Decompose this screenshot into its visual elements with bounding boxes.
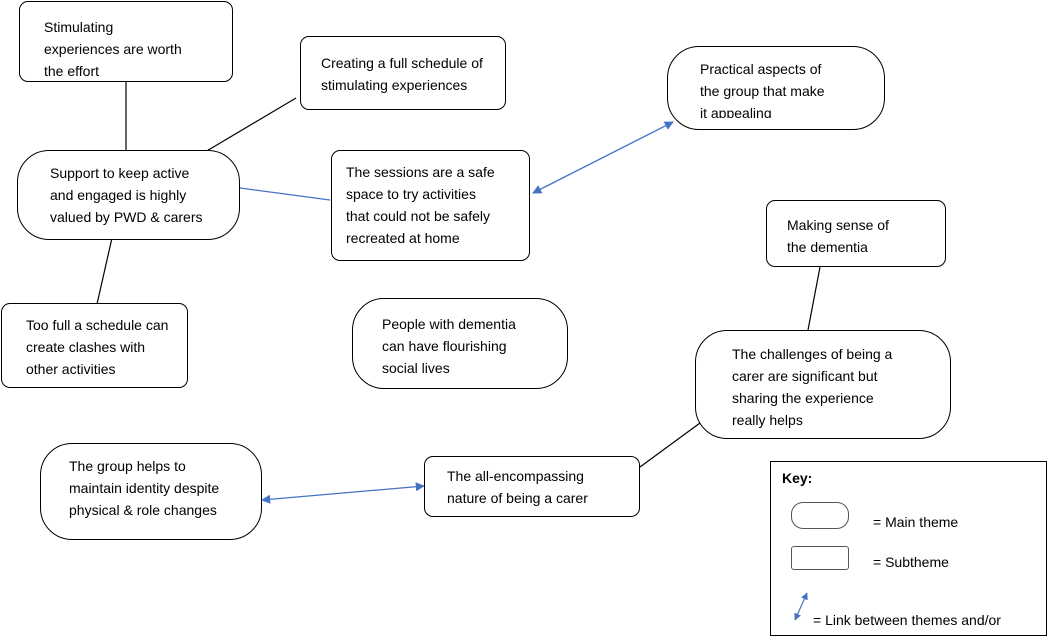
legend-title: Key: bbox=[782, 470, 813, 486]
node-text-line: it appealing bbox=[700, 105, 772, 118]
node-text-line: recreated at home bbox=[346, 230, 460, 246]
node-text-line: and engaged is highly bbox=[50, 187, 187, 203]
node-practical-aspects: Practical aspects of the group that make… bbox=[667, 46, 885, 130]
node-text-line: the effort bbox=[44, 63, 100, 79]
node-full-schedule: Creating a full schedule of stimulating … bbox=[300, 36, 506, 110]
node-text-line: the dementia bbox=[787, 239, 868, 255]
legend-key: Key: = Main theme = Subtheme = Link betw… bbox=[770, 461, 1047, 636]
node-text-line: really helps bbox=[732, 412, 803, 428]
node-all-encompassing-carer: The all-encompassing nature of being a c… bbox=[424, 456, 640, 517]
node-text-line: The sessions are a safe bbox=[346, 164, 495, 180]
link-arrow-safespace-practical bbox=[532, 121, 674, 194]
node-text-line: People with dementia bbox=[382, 316, 516, 332]
link-arrow-identity-allencompassing bbox=[261, 482, 425, 504]
node-flourishing-social-lives: People with dementia can have flourishin… bbox=[352, 298, 568, 389]
node-text-line: physical & role changes bbox=[69, 502, 217, 518]
node-group-maintain-identity: The group helps to maintain identity des… bbox=[40, 443, 262, 540]
node-making-sense-dementia: Making sense of the dementia bbox=[766, 200, 946, 267]
node-text-line: space to try activities bbox=[346, 186, 476, 202]
node-too-full-schedule: Too full a schedule can create clashes w… bbox=[1, 303, 188, 388]
node-text-line: can have flourishing bbox=[382, 338, 507, 354]
node-text-line: Making sense of bbox=[787, 217, 889, 233]
legend-main-theme-label: = Main theme bbox=[873, 514, 959, 530]
node-support-keep-active: Support to keep active and engaged is hi… bbox=[17, 150, 240, 240]
node-text-line: social lives bbox=[382, 360, 450, 376]
node-text-line: other activities bbox=[26, 361, 116, 377]
node-text-line: Too full a schedule can bbox=[26, 317, 169, 333]
node-text-line: that could not be safely bbox=[346, 208, 490, 224]
node-text-line: Support to keep active bbox=[50, 165, 190, 181]
node-text-line: The challenges of being a bbox=[732, 346, 893, 362]
node-text-line: Stimulating bbox=[44, 19, 114, 35]
legend-link-label: = Link between themes and/or bbox=[813, 612, 1001, 628]
connector-support-to-safespace bbox=[239, 187, 331, 201]
legend-subtheme-swatch bbox=[791, 546, 849, 570]
connector-schedule-to-support bbox=[204, 97, 297, 153]
connector-makingsense-to-challenges bbox=[807, 266, 821, 331]
node-text-line: stimulating experiences bbox=[321, 77, 468, 93]
node-text-line: create clashes with bbox=[26, 339, 146, 355]
node-safe-space: The sessions are a safe space to try act… bbox=[331, 150, 530, 261]
legend-subtheme-label: = Subtheme bbox=[873, 554, 949, 570]
node-stimulating-experiences-worth-effort: Stimulating experiences are worth the ef… bbox=[19, 1, 233, 82]
node-challenges-of-carer: The challenges of being a carer are sign… bbox=[695, 330, 951, 439]
node-text-line: carer are significant but bbox=[732, 368, 878, 384]
node-text-line: Creating a full schedule of bbox=[321, 55, 483, 71]
legend-link-arrow-icon bbox=[794, 592, 808, 621]
legend-main-theme-swatch bbox=[791, 502, 849, 529]
node-text-line: nature of being a carer bbox=[447, 490, 588, 506]
node-text-line: sharing the experience bbox=[732, 390, 874, 406]
node-text-line: maintain identity despite bbox=[69, 480, 220, 496]
node-text-line: The all-encompassing bbox=[447, 468, 584, 484]
connector-challenges-to-allencompassing bbox=[639, 422, 701, 468]
node-text-line: The group helps to bbox=[69, 458, 186, 474]
node-text-line: Practical aspects of bbox=[700, 61, 822, 77]
node-text-line: experiences are worth bbox=[44, 41, 182, 57]
node-text-line: valued by PWD & carers bbox=[50, 209, 203, 225]
connector-support-to-toofull bbox=[96, 237, 113, 305]
node-text-line: the group that make bbox=[700, 83, 825, 99]
